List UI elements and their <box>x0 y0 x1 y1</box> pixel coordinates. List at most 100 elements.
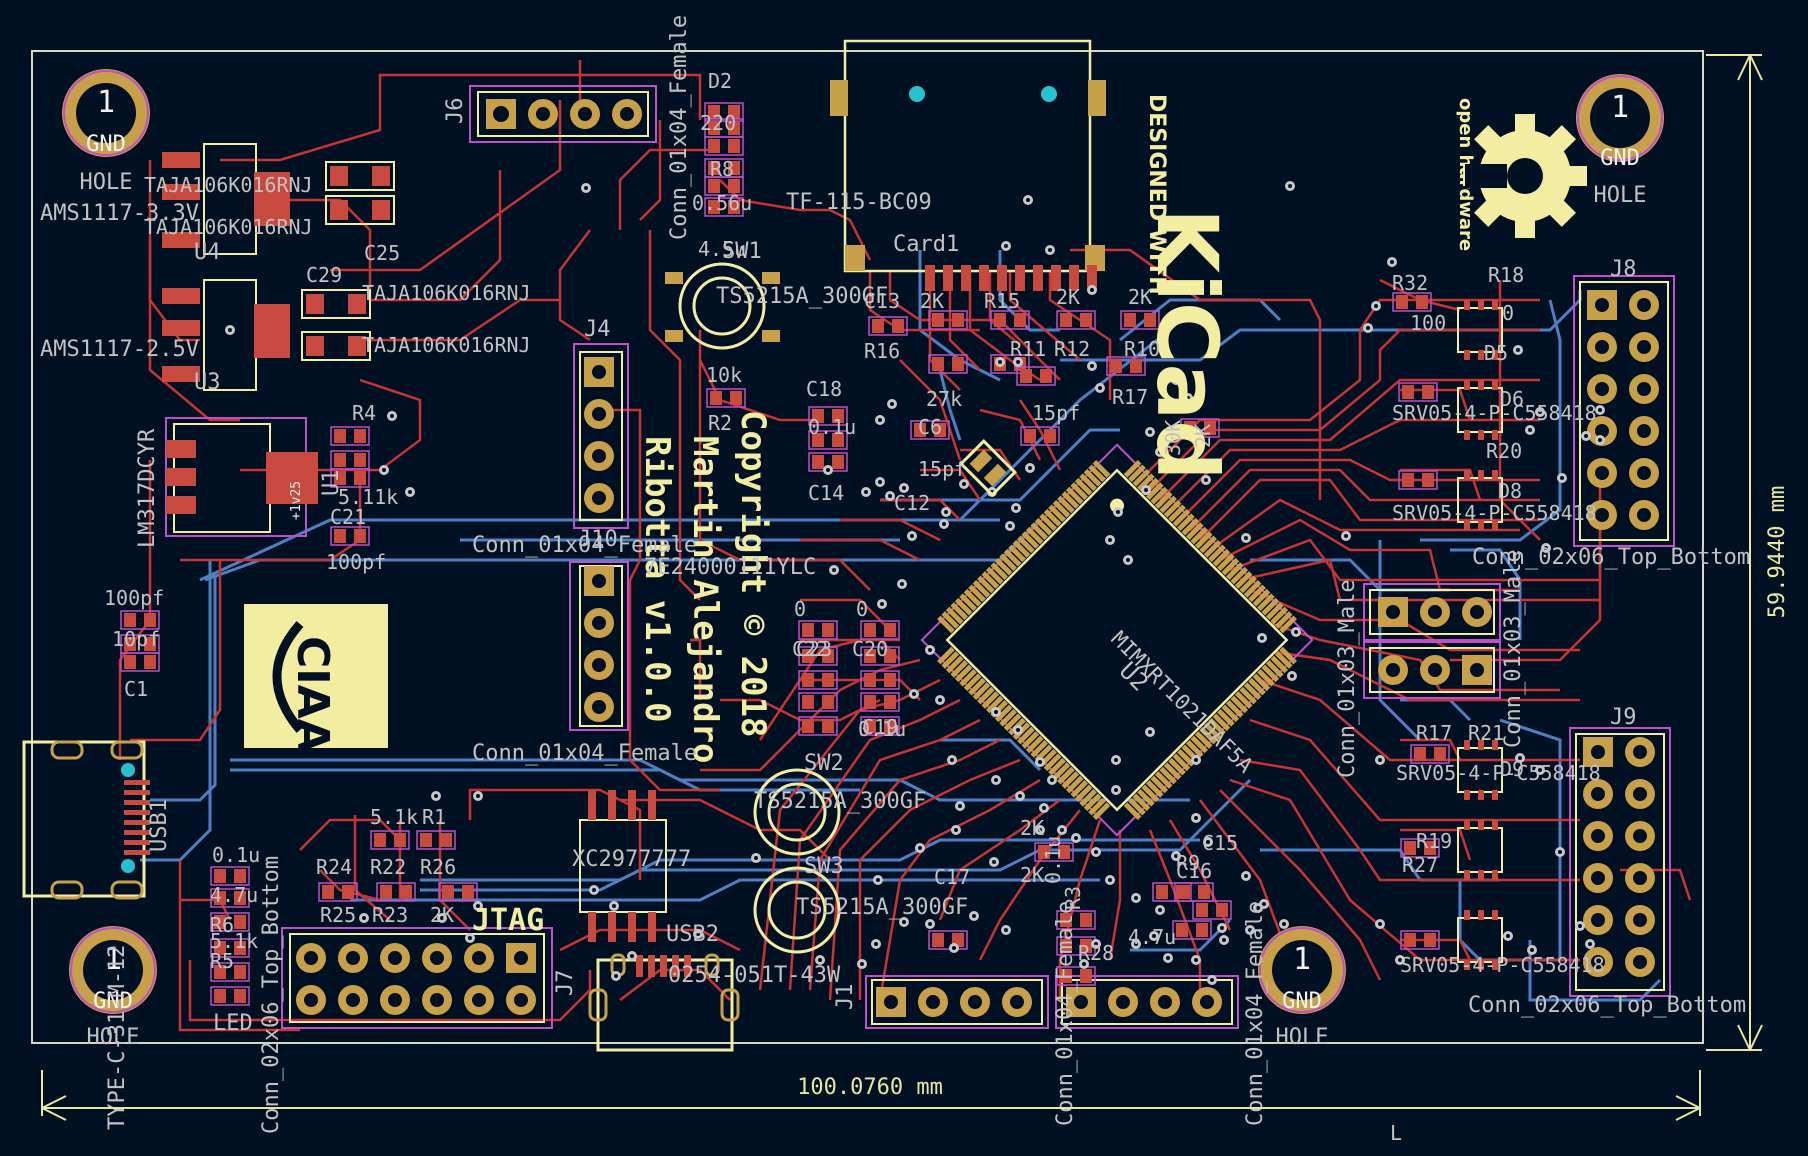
ref-label: 2K <box>1020 863 1044 887</box>
ref-label: 0.1u <box>858 717 906 741</box>
svg-text:1: 1 <box>1293 942 1311 977</box>
connector-j9[interactable] <box>1569 727 1671 997</box>
dimension-width <box>41 1070 1701 1121</box>
connector-j2[interactable] <box>1363 583 1501 641</box>
ref-label: 4.7u <box>210 883 258 907</box>
ref-label: 30K <box>1161 420 1185 456</box>
ref-label: D9 <box>1500 757 1524 781</box>
button-sw2[interactable] <box>753 768 841 856</box>
svg-text:U3: U3 <box>194 370 221 395</box>
small-labels: D2220R80.56u4.5uTAJA106K016RNJTAJA106K01… <box>104 69 1605 1145</box>
ref-label: R20 <box>1486 439 1522 463</box>
ref-label: R26 <box>420 855 456 879</box>
svg-text:J10: J10 <box>578 527 618 552</box>
oshw-logo: open hardware <box>1455 98 1587 251</box>
mounting-hole-tl[interactable] <box>62 69 150 157</box>
svg-text:J6: J6 <box>443 98 468 125</box>
ref-label: R15 <box>984 289 1020 313</box>
connector-j5[interactable] <box>1055 975 1239 1029</box>
connector-j3[interactable] <box>1363 641 1501 699</box>
hole-labels: 1 GND HOLE 1 GND HOLE 1 GND HOLE 1 GND H… <box>80 85 1647 1050</box>
svg-text:HOLE: HOLE <box>80 170 133 195</box>
regulator-u3[interactable] <box>162 279 290 391</box>
svg-text:Conn_01x04_Female: Conn_01x04_Female <box>1243 901 1268 1126</box>
svg-text:Conn_01x04_Female: Conn_01x04_Female <box>667 15 692 240</box>
connector-j4[interactable] <box>573 343 629 529</box>
ref-label: R12 <box>1054 337 1090 361</box>
svg-text:KiCad: KiCad <box>1138 208 1236 480</box>
ref-label: R3 <box>1061 886 1085 910</box>
button-sw1[interactable] <box>665 262 780 350</box>
copyright-text: Copyright © 2018 Martin Alejandro Ribott… <box>637 410 773 764</box>
dimension-width-text: 100.0760 mm <box>797 1075 943 1100</box>
ref-label: C25 <box>364 241 400 265</box>
ref-label: 220 <box>700 111 736 135</box>
usb2-footprint[interactable] <box>588 953 740 1052</box>
connector-j7-jtag[interactable] <box>281 927 553 1029</box>
ref-label: 100pf <box>326 550 386 574</box>
svg-text:Conn_02x06_Top_Bottom: Conn_02x06_Top_Bottom <box>1472 545 1750 570</box>
connector-j1[interactable] <box>865 975 1049 1029</box>
mounting-hole-tr[interactable] <box>1576 74 1664 162</box>
svg-text:HOLE: HOLE <box>1276 1025 1329 1050</box>
connector-j6[interactable] <box>469 85 657 143</box>
ref-label: C13 <box>864 289 900 313</box>
mounting-hole-bl[interactable] <box>69 926 157 1014</box>
regulator-u4[interactable] <box>162 143 290 255</box>
ref-label: R8 <box>710 157 734 181</box>
mcu-u2-footprint[interactable] <box>916 439 1318 841</box>
ref-label: 0 <box>856 597 868 621</box>
passive-components <box>120 102 1503 1006</box>
svg-text:U1: U1 <box>319 470 344 497</box>
svg-text:Conn_02x06_Top_Bottom: Conn_02x06_Top_Bottom <box>1468 993 1746 1018</box>
ref-label: R22 <box>370 855 406 879</box>
dimension-height <box>1706 54 1763 1051</box>
ref-label: R4 <box>352 401 376 425</box>
sd-card-footprint[interactable] <box>830 39 1106 291</box>
svg-text:CIAA: CIAA <box>287 636 338 753</box>
svg-text:XC2977777: XC2977777 <box>572 847 691 872</box>
svg-text:Card1: Card1 <box>893 232 959 257</box>
svg-text:GND: GND <box>93 989 133 1014</box>
usb1-footprint[interactable] <box>22 740 150 900</box>
crystal[interactable] <box>959 439 1017 497</box>
svg-text:1: 1 <box>104 942 122 977</box>
ref-label: 2K <box>1128 285 1152 309</box>
ref-label: D6 <box>1500 387 1524 411</box>
button-sw3[interactable] <box>753 866 841 954</box>
mounting-hole-br[interactable] <box>1258 926 1346 1014</box>
svg-text:+1v25: +1v25 <box>289 481 304 520</box>
ref-label: 2K <box>1020 816 1044 840</box>
svg-text:1: 1 <box>1611 90 1629 125</box>
ic-u5[interactable] <box>579 790 667 942</box>
ref-label: C29 <box>306 263 342 287</box>
ref-label: TAJA106K016RNJ <box>144 173 313 197</box>
ref-label: R17 <box>1112 385 1148 409</box>
svg-text:TS5215A_300GF: TS5215A_300GF <box>796 895 968 920</box>
svg-text:GND: GND <box>1600 146 1640 171</box>
ref-label: C21 <box>330 505 366 529</box>
ref-label: C22 <box>792 637 828 661</box>
svg-text:Conn_01x04_Female: Conn_01x04_Female <box>1053 901 1078 1126</box>
back-copper-layer <box>140 250 1662 1002</box>
regulator-u1[interactable] <box>165 417 318 537</box>
connector-j10[interactable] <box>569 561 629 731</box>
ref-label: C17 <box>934 865 970 889</box>
ref-label: R10 <box>1124 337 1160 361</box>
ref-label: 2K <box>1056 285 1080 309</box>
ref-label: C1 <box>124 677 148 701</box>
svg-text:SW1: SW1 <box>722 239 762 264</box>
ref-label: R24 <box>316 855 352 879</box>
ref-label: 100pf <box>104 586 164 610</box>
svg-text:7E24000111YLC: 7E24000111YLC <box>644 555 816 580</box>
ref-label: 4.7u <box>1128 925 1176 949</box>
connector-j8[interactable] <box>1573 275 1675 547</box>
svg-text:0254-051T-43W: 0254-051T-43W <box>668 963 841 988</box>
ref-label: R2 <box>708 411 732 435</box>
ref-label: 2K <box>1191 424 1215 448</box>
svg-text:SW2: SW2 <box>804 751 844 776</box>
svg-text:HOLE: HOLE <box>87 1025 140 1050</box>
ref-label: C16 <box>1176 859 1212 883</box>
